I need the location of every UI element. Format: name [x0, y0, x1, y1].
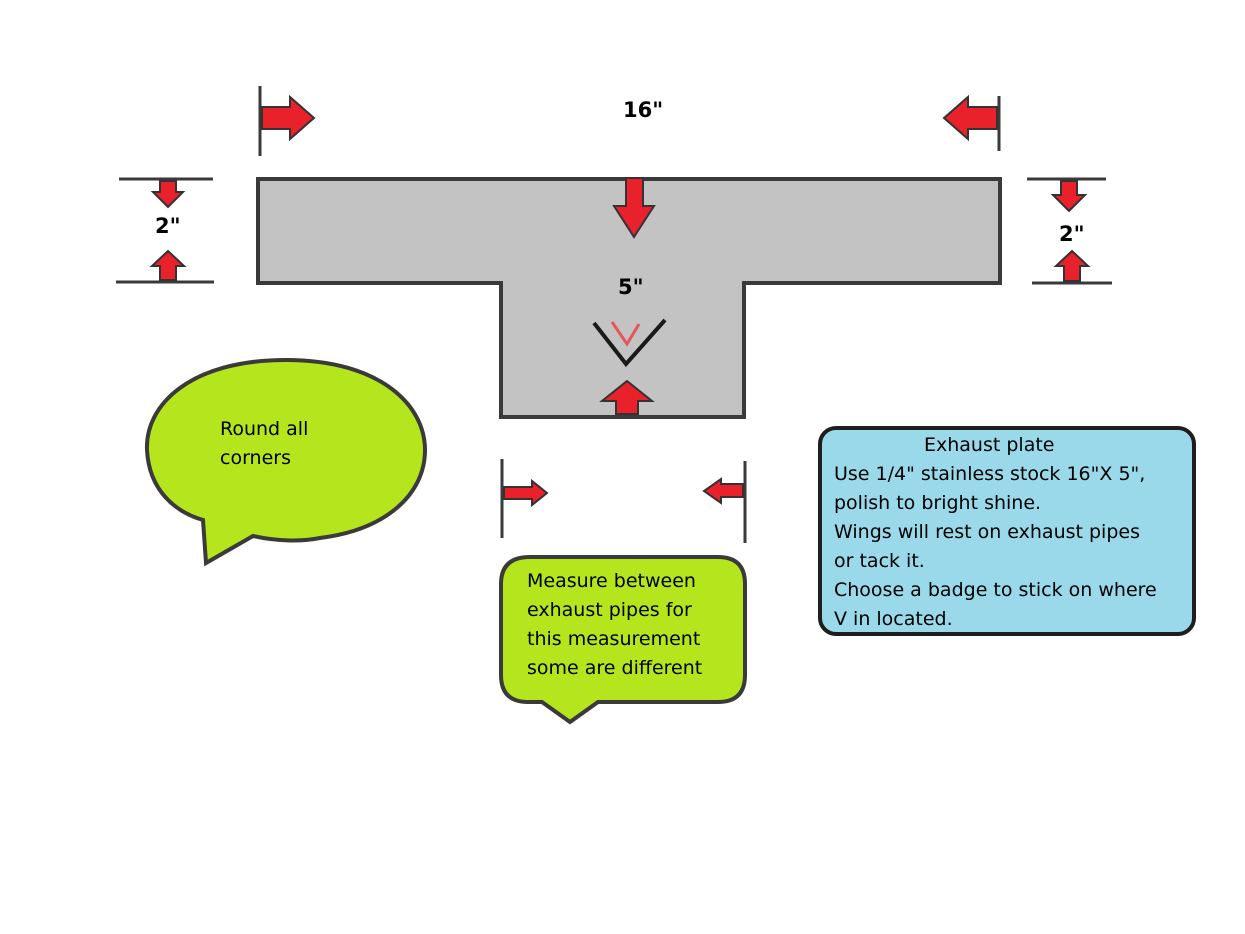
- arrow-up-icon: [599, 379, 655, 415]
- note-box-text: Exhaust plate Use 1/4" stainless stock 1…: [834, 431, 1157, 634]
- round-corners-line: corners: [220, 447, 291, 469]
- arrow-left-icon: [942, 94, 998, 142]
- note-box-line: V in located.: [834, 608, 953, 630]
- arrow-right-icon: [503, 478, 549, 508]
- center-height-dimension: [599, 177, 656, 415]
- note-box-title: Exhaust plate: [924, 434, 1055, 456]
- round-corners-bubble: [144, 357, 428, 567]
- v-badge-mark: [592, 318, 667, 368]
- measure-note-line: exhaust pipes for: [527, 599, 692, 621]
- right-height-dimension: [1027, 177, 1112, 285]
- measure-note-line: this measurement: [527, 628, 701, 650]
- exhaust-pipe-dimension: [500, 459, 747, 543]
- width-dimension: [258, 86, 1001, 156]
- note-box-line: Wings will rest on exhaust pipes: [834, 521, 1140, 543]
- arrow-up-icon: [1053, 249, 1091, 282]
- note-box-line: polish to bright shine.: [834, 492, 1042, 514]
- left-height-dimension: [116, 177, 214, 284]
- note-box-line: Choose a badge to stick on where: [834, 579, 1157, 601]
- left-height-label: 2": [155, 214, 181, 238]
- arrow-down-icon: [150, 180, 186, 209]
- arrow-left-icon: [702, 477, 744, 505]
- exhaust-plate-shape: [256, 177, 1002, 419]
- arrow-down-icon: [612, 177, 656, 239]
- center-height-label: 5": [618, 275, 644, 299]
- round-corners-text: Round all corners: [220, 415, 308, 473]
- round-corners-line: Round all: [220, 418, 309, 440]
- note-box-line: or tack it.: [834, 550, 925, 572]
- arrow-up-icon: [149, 249, 187, 281]
- measure-note-bubble: [499, 555, 747, 725]
- width-label: 16": [623, 98, 664, 122]
- measure-note-line: some are different: [527, 657, 703, 679]
- arrow-right-icon: [261, 94, 316, 142]
- note-box-line: Use 1/4" stainless stock 16"X 5",: [834, 463, 1146, 485]
- note-box-background: [818, 426, 1196, 636]
- measure-note-text: Measure between exhaust pipes for this m…: [527, 567, 702, 683]
- arrow-down-icon: [1050, 180, 1088, 213]
- measure-note-line: Measure between: [527, 570, 696, 592]
- right-height-label: 2": [1059, 222, 1085, 246]
